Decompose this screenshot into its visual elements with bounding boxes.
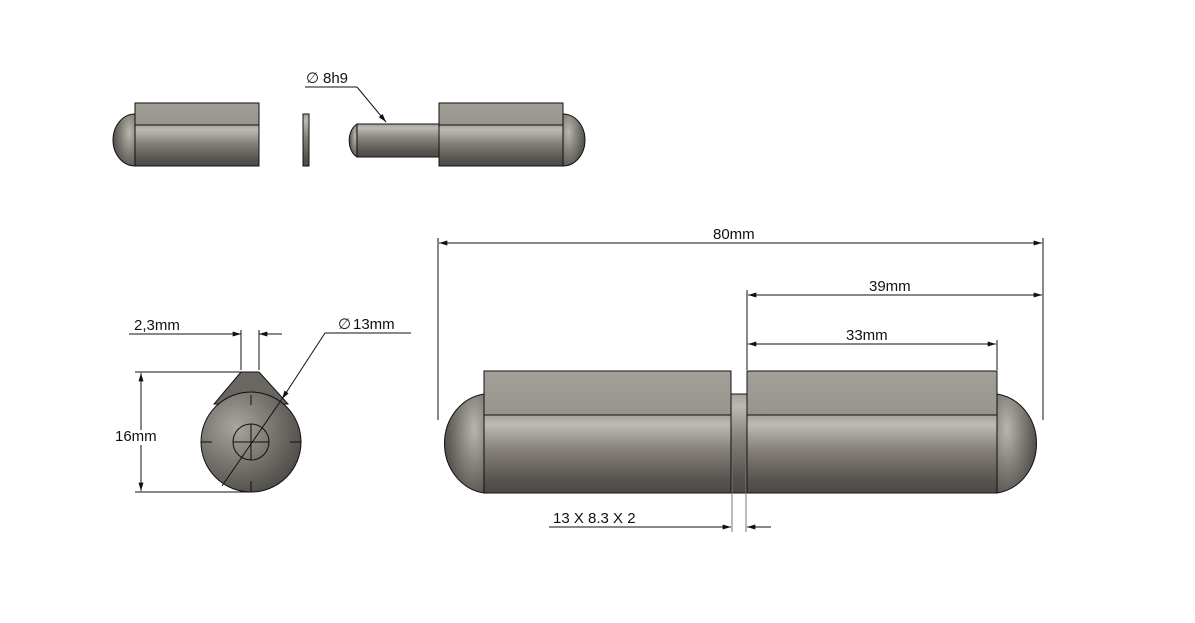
end-view: 2,3mm 16mm ∅ 13mm bbox=[115, 316, 411, 493]
flat-length-label: 33mm bbox=[846, 327, 888, 344]
right-half-length-label: 39mm bbox=[869, 278, 911, 295]
overall-length-dimension: 80mm bbox=[437, 226, 1044, 420]
right-half-length-dimension: 39mm bbox=[746, 278, 1042, 370]
height-dimension: 16mm bbox=[115, 371, 251, 493]
washer-size-label: 13 X 8.3 X 2 bbox=[553, 510, 636, 527]
left-hinge-half bbox=[112, 102, 260, 167]
assembled-view: 80mm 39mm 33mm 13 X 8.3 X 2 bbox=[437, 226, 1044, 532]
pin-diameter-label: 8h9 bbox=[323, 70, 348, 87]
flat-width-label: 2,3mm bbox=[134, 317, 180, 334]
washer-dimension: 13 X 8.3 X 2 bbox=[549, 447, 771, 532]
height-label: 16mm bbox=[115, 428, 157, 445]
diameter-symbol: ∅ bbox=[306, 70, 319, 87]
flat-length-dimension: 33mm bbox=[747, 327, 998, 370]
right-hinge-half-with-pin bbox=[348, 102, 586, 167]
diameter-symbol: ∅ bbox=[338, 316, 351, 333]
pin-diameter-callout: ∅ 8h9 bbox=[305, 70, 387, 123]
sphere-diameter-label: 13mm bbox=[353, 316, 395, 333]
washer-side bbox=[302, 113, 310, 167]
exploded-view: ∅ 8h9 bbox=[112, 70, 586, 167]
sphere-diameter-callout: ∅ 13mm bbox=[221, 316, 411, 487]
flat-width-dimension: 2,3mm bbox=[129, 317, 282, 370]
overall-length-label: 80mm bbox=[713, 226, 755, 243]
